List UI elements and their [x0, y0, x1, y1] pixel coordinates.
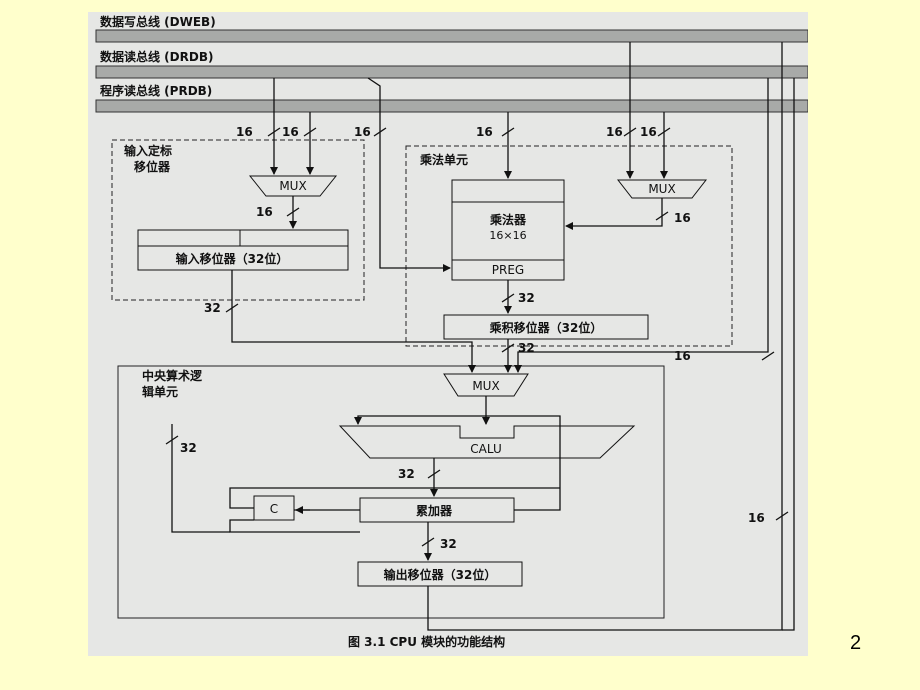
width-labels: 16 16 16 32 16 16 16 16 16 32 32 16 32 3…	[180, 125, 765, 551]
width-ticks	[165, 127, 789, 547]
bus-drdb-label: 数据读总线 (DRDB)	[100, 49, 213, 64]
input-shifter-label: 输入移位器（32位）	[176, 251, 289, 266]
multiplier-unit-box	[405, 145, 733, 347]
bus-drdb: 数据读总线 (DRDB)	[95, 49, 809, 79]
width-label: 16	[256, 205, 273, 219]
multiplier-label: 乘法器	[489, 212, 527, 227]
input-unit-title-2: 移位器	[134, 159, 171, 174]
output-shifter	[357, 561, 523, 587]
width-label: 32	[398, 467, 415, 481]
multiplier-mux	[616, 179, 708, 199]
width-label: 32	[518, 291, 535, 305]
input-shifter-unit-box	[111, 139, 365, 301]
product-shifter	[443, 314, 649, 340]
product-shifter-label: 乘积移位器（32位）	[489, 320, 603, 335]
figure-caption: 图 3.1 CPU 模块的功能结构	[348, 634, 505, 649]
width-label: 16	[354, 125, 371, 139]
multiplier-size: 16×16	[489, 229, 526, 242]
bus-dweb: 数据写总线 (DWEB)	[95, 14, 809, 43]
input-unit-title-1: 输入定标	[124, 143, 172, 158]
calu-unit-box	[117, 365, 665, 619]
input-mux	[248, 175, 338, 197]
calu-mux	[443, 373, 529, 397]
output-shifter-label: 输出移位器（32位）	[384, 567, 497, 582]
multiplier-mux-label: MUX	[648, 182, 675, 196]
calu-mux-label: MUX	[472, 379, 499, 393]
width-label: 16	[606, 125, 623, 139]
calu-label: CALU	[470, 442, 501, 456]
width-label: 32	[518, 341, 535, 355]
bus-prdb: 程序读总线 (PRDB)	[95, 83, 809, 113]
width-label: 16	[236, 125, 253, 139]
width-label: 32	[204, 301, 221, 315]
calu-unit-title-2: 辑单元	[142, 384, 178, 399]
width-label: 16	[674, 211, 691, 225]
page-number: 2	[850, 632, 862, 654]
cpu-block-diagram: 数据写总线 (DWEB) 数据读总线 (DRDB) 程序读总线 (PRDB) 输…	[95, 14, 809, 649]
scanned-figure: 数据写总线 (DWEB) 数据读总线 (DRDB) 程序读总线 (PRDB) 输…	[88, 12, 809, 656]
bus-dweb-label: 数据写总线 (DWEB)	[100, 14, 216, 29]
carry-label: C	[270, 502, 278, 516]
connections	[171, 42, 795, 631]
input-shifter	[137, 229, 349, 271]
preg-label: PREG	[492, 263, 524, 277]
width-label: 16	[674, 349, 691, 363]
accumulator-label: 累加器	[416, 503, 453, 518]
input-mux-label: MUX	[279, 179, 306, 193]
calu-unit-title-1: 中央算术逻	[142, 368, 203, 383]
multiplier-unit-title: 乘法单元	[419, 152, 468, 167]
width-label: 32	[180, 441, 197, 455]
width-label: 16	[748, 511, 765, 525]
width-label: 16	[282, 125, 299, 139]
width-label: 32	[440, 537, 457, 551]
bus-prdb-label: 程序读总线 (PRDB)	[100, 83, 212, 98]
width-label: 16	[640, 125, 657, 139]
width-label: 16	[476, 125, 493, 139]
